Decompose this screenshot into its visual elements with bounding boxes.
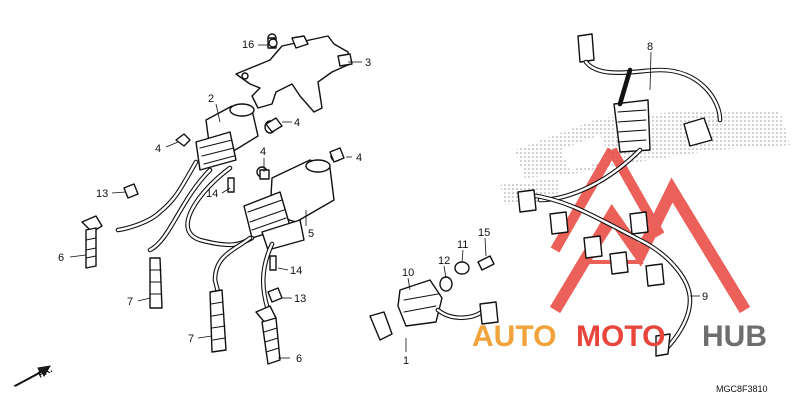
- callout-9: 9: [702, 291, 708, 303]
- clip-parts: [175, 117, 345, 180]
- callout-4a: 4: [294, 117, 300, 129]
- callout-7a: 7: [127, 296, 133, 308]
- callout-1: 1: [403, 355, 409, 367]
- callout-6a: 6: [58, 252, 64, 264]
- callout-7b: 7: [188, 333, 194, 345]
- spark-plug-cap-left: [81, 215, 103, 269]
- callout-14a: 14: [206, 188, 218, 200]
- callout-4d: 4: [356, 152, 362, 164]
- callout-10: 10: [402, 267, 414, 279]
- callout-15: 15: [478, 227, 490, 239]
- callout-4c: 4: [260, 146, 266, 158]
- leader-lines: [69, 44, 700, 359]
- direction-label: FR.: [36, 364, 53, 380]
- relay-unit: [369, 279, 499, 341]
- ignition-coil-lower: [243, 150, 342, 251]
- callout-16: 16: [242, 39, 254, 51]
- watermark-part3: HUB: [702, 320, 767, 353]
- callout-8: 8: [647, 41, 653, 53]
- callout-6b: 6: [296, 353, 302, 365]
- cap-connector-left: [149, 257, 163, 309]
- watermark-part1: AUTO: [472, 320, 556, 353]
- callout-4b: 4: [155, 143, 161, 155]
- callout-13a: 13: [96, 188, 108, 200]
- callout-5: 5: [308, 228, 314, 240]
- ht-cables: [115, 159, 275, 313]
- watermark-text: AUTO MOTO HUB: [472, 320, 767, 353]
- callout-3: 3: [365, 57, 371, 69]
- watermark-part2: MOTO: [576, 320, 665, 353]
- callout-14b: 14: [290, 265, 302, 277]
- frame-hatching: [500, 110, 790, 205]
- diagram-code: MGC8F3810: [716, 384, 768, 394]
- cap-connector-right: [209, 289, 227, 353]
- callout-2: 2: [208, 93, 214, 105]
- wire-harness-sub: [517, 189, 693, 357]
- callout-11: 11: [457, 239, 468, 251]
- callout-12: 12: [438, 255, 450, 267]
- fasteners: [123, 38, 283, 303]
- callout-labels: 16 3 2 4 4 4 4 13 14 5 6 7 14 13 7 6 8 9…: [58, 39, 708, 367]
- front-direction-arrow-icon: FR.: [13, 364, 54, 387]
- callout-13b: 13: [294, 293, 306, 305]
- spark-plug-cap-right: [255, 305, 281, 365]
- ignition-coil-upper: [195, 103, 276, 171]
